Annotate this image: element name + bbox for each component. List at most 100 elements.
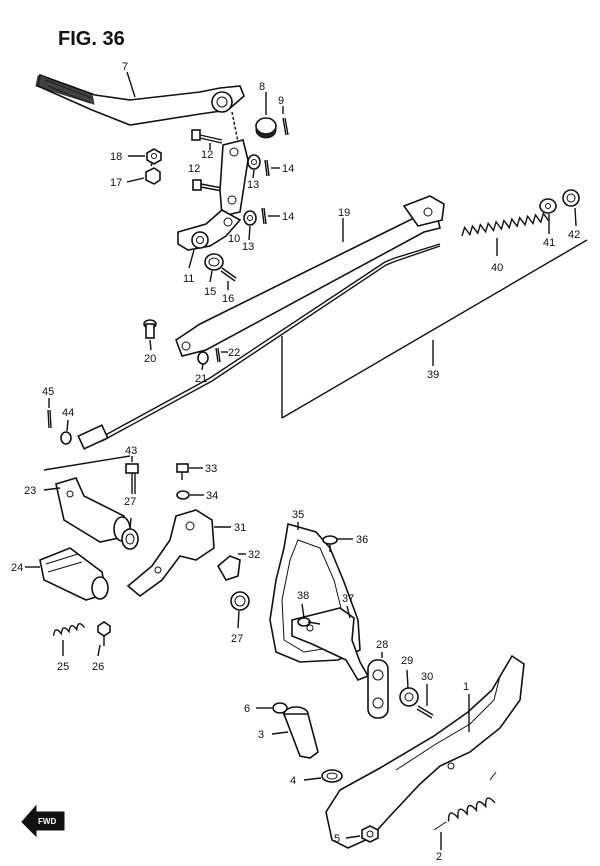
bolt-12-lower bbox=[192, 179, 223, 192]
grommet-28 bbox=[367, 659, 389, 719]
callout-8: 8 bbox=[259, 81, 265, 93]
callout-9: 9 bbox=[278, 95, 284, 107]
callout-12-lower: 12 bbox=[188, 163, 200, 175]
pin-14-lower bbox=[261, 207, 267, 225]
seal-27-lower bbox=[230, 591, 250, 611]
callout-25: 25 bbox=[57, 661, 69, 673]
callout-12-upper: 12 bbox=[201, 149, 213, 161]
callout-10: 10 bbox=[228, 233, 240, 245]
cable-joint-41 bbox=[539, 198, 557, 214]
callout-14-lower: 14 bbox=[282, 211, 294, 223]
bolt-33 bbox=[176, 463, 189, 480]
washer-29 bbox=[399, 687, 419, 707]
screw-36 bbox=[322, 535, 338, 552]
clevis-pin-20 bbox=[143, 319, 157, 339]
bolt-17 bbox=[145, 157, 161, 185]
washer-21 bbox=[197, 351, 209, 365]
brake-rod bbox=[175, 195, 445, 357]
callout-27-lower: 27 bbox=[231, 633, 243, 645]
callout-19: 19 bbox=[338, 207, 350, 219]
clip-6 bbox=[272, 702, 288, 714]
callout-37: 37 bbox=[342, 593, 354, 605]
callout-14-upper: 14 bbox=[282, 163, 294, 175]
callout-24: 24 bbox=[11, 562, 23, 574]
clip-32 bbox=[216, 555, 241, 581]
side-stand bbox=[325, 654, 525, 849]
spring-2 bbox=[433, 771, 497, 831]
pin-16 bbox=[220, 267, 237, 282]
pivot-bolt-3 bbox=[282, 706, 319, 759]
callout-31: 31 bbox=[234, 522, 246, 534]
callout-4: 4 bbox=[290, 775, 296, 787]
callout-22: 22 bbox=[228, 347, 240, 359]
callout-44: 44 bbox=[62, 407, 74, 419]
callout-18: 18 bbox=[110, 151, 122, 163]
pedal-cap bbox=[255, 117, 277, 139]
callout-45: 45 bbox=[42, 386, 54, 398]
callout-32: 32 bbox=[248, 549, 260, 561]
brake-pedal bbox=[35, 73, 245, 126]
nut-18 bbox=[146, 148, 162, 165]
nut-5 bbox=[361, 825, 379, 843]
callout-39: 39 bbox=[427, 369, 439, 381]
brake-cable bbox=[77, 243, 441, 450]
callout-29: 29 bbox=[401, 655, 413, 667]
pin-30 bbox=[416, 705, 434, 719]
callout-35: 35 bbox=[292, 509, 304, 521]
pin-14-upper bbox=[264, 159, 270, 177]
bolt-26 bbox=[97, 621, 111, 646]
washer-4 bbox=[321, 769, 343, 783]
callout-11: 11 bbox=[183, 273, 194, 285]
callout-6: 6 bbox=[244, 703, 250, 715]
callout-15: 15 bbox=[204, 286, 216, 298]
linkage-plate bbox=[219, 139, 249, 217]
callout-13-upper: 13 bbox=[247, 179, 259, 191]
brake-lever-arm bbox=[177, 209, 242, 251]
callout-3: 3 bbox=[258, 729, 264, 741]
washer-13-upper bbox=[247, 154, 261, 170]
seal-15 bbox=[204, 253, 224, 271]
adjuster-nut-42 bbox=[562, 189, 580, 207]
cotter-pin-22 bbox=[215, 347, 221, 363]
callout-41: 41 bbox=[543, 237, 555, 249]
callout-21: 21 bbox=[195, 373, 207, 385]
callout-40: 40 bbox=[491, 262, 503, 274]
callout-1: 1 bbox=[463, 681, 469, 693]
callout-30: 30 bbox=[421, 671, 433, 683]
seal-27-upper bbox=[121, 528, 139, 550]
spring-40 bbox=[461, 211, 550, 237]
callout-26: 26 bbox=[92, 661, 104, 673]
callout-23: 23 bbox=[24, 485, 36, 497]
washer-13-lower bbox=[243, 210, 257, 226]
forward-label: FWD bbox=[38, 817, 56, 826]
bolt-43 bbox=[125, 463, 139, 494]
callout-17: 17 bbox=[110, 177, 122, 189]
screw-38 bbox=[297, 617, 321, 627]
callout-7: 7 bbox=[122, 61, 128, 73]
callout-20: 20 bbox=[144, 353, 156, 365]
callout-43: 43 bbox=[125, 445, 137, 457]
callout-16: 16 bbox=[222, 293, 234, 305]
cotter-pin-45 bbox=[47, 409, 52, 429]
callout-28: 28 bbox=[376, 639, 388, 651]
callout-2: 2 bbox=[436, 851, 442, 863]
callout-5: 5 bbox=[334, 833, 340, 845]
callout-27-upper: 27 bbox=[124, 496, 136, 508]
callout-33: 33 bbox=[205, 463, 217, 475]
callout-38: 38 bbox=[297, 590, 309, 602]
callout-13-lower: 13 bbox=[242, 241, 254, 253]
cotter-pin bbox=[282, 117, 289, 136]
callout-36: 36 bbox=[356, 534, 368, 546]
callout-34: 34 bbox=[206, 490, 218, 502]
brake-shaft-24 bbox=[39, 547, 109, 601]
forward-arrow-icon: FWD bbox=[21, 804, 65, 838]
figure-title: FIG. 36 bbox=[58, 28, 125, 50]
callout-42: 42 bbox=[568, 229, 580, 241]
brake-shaft-23 bbox=[55, 477, 131, 543]
bolt-12-upper bbox=[191, 129, 223, 144]
washer-44 bbox=[60, 431, 72, 445]
washer-34 bbox=[176, 490, 190, 500]
spring-25 bbox=[52, 623, 86, 636]
